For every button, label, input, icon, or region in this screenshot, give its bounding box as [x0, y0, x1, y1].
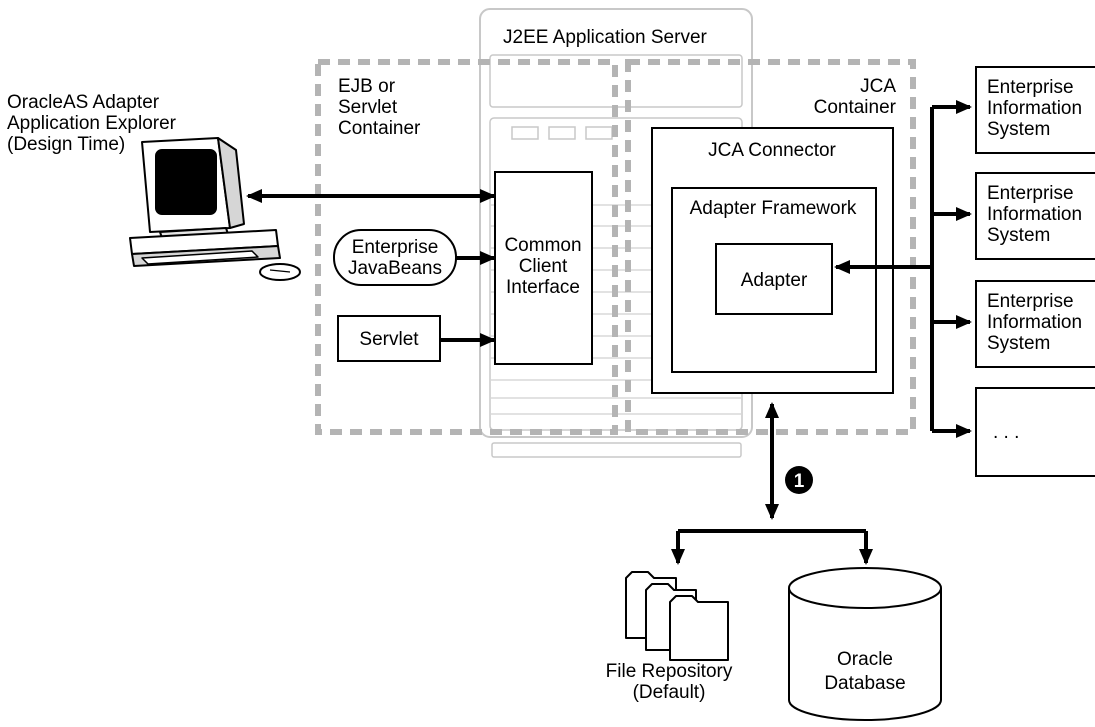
eis-box-3-label-line-2: Information: [987, 312, 1082, 333]
eis-box-more-frame: [975, 387, 1095, 477]
ejb-servlet-container-boundary: [315, 59, 618, 435]
jca-connector-label: JCA Connector: [708, 140, 836, 161]
database-cylinder-icon: [788, 567, 942, 721]
adapter-framework-label: Adapter Framework: [690, 198, 857, 219]
design-time-label-line-3: (Design Time): [7, 134, 125, 155]
oracle-database-label-line-2: Database: [824, 673, 905, 694]
cci-box: [494, 171, 593, 365]
oracle-database-label-line-1: Oracle: [837, 649, 893, 670]
eis-box-2-label-line-1: Enterprise: [987, 183, 1074, 204]
eis-box-3: Enterprise Information System: [975, 280, 1095, 368]
servlet-label: Servlet: [359, 329, 419, 350]
eis-box-1: Enterprise Information System: [975, 66, 1095, 154]
ejb-container-label-line-3: Container: [338, 118, 421, 139]
jca-container-label-line-1: JCA: [860, 76, 896, 97]
design-time-label-line-1: OracleAS Adapter: [7, 92, 160, 113]
computer-icon: [129, 137, 301, 281]
eis-more-label: . . .: [993, 422, 1019, 443]
eis-connection-bus: [834, 100, 972, 438]
adapter-label: Adapter: [741, 270, 808, 291]
eis-box-1-label-line-2: Information: [987, 98, 1082, 119]
eis-box-more: . . .: [975, 387, 1095, 477]
file-repository-label-line-1: File Repository: [606, 661, 733, 682]
folder-stack-icon: [625, 571, 729, 661]
eis-box-2: Enterprise Information System: [975, 172, 1095, 260]
ejb-container-label-line-1: EJB or: [338, 76, 396, 97]
file-repository-label-line-2: (Default): [633, 682, 706, 703]
adapter-box: [715, 243, 833, 315]
eis-box-1-label-line-3: System: [987, 119, 1050, 140]
ejb-container-label-line-2: Servlet: [338, 97, 398, 118]
eis-box-3-label-line-1: Enterprise: [987, 291, 1074, 312]
eis-box-3-label-line-3: System: [987, 333, 1050, 354]
app-server-title: J2EE Application Server: [503, 27, 708, 48]
repository-branch-arrows: [671, 529, 873, 565]
eis-box-2-frame: [975, 172, 1095, 260]
ejb-label-line-2: JavaBeans: [348, 258, 442, 279]
ejb-container-label: EJB or Servlet Container: [338, 76, 421, 139]
eis-box-1-frame: [975, 66, 1095, 154]
jca-container-boundary: [625, 59, 916, 435]
ejb-label-line-1: Enterprise: [352, 237, 439, 258]
eis-box-2-label-line-3: System: [987, 225, 1050, 246]
callout-number: 1: [794, 471, 805, 492]
jca-container-label: JCA Container: [814, 76, 897, 118]
eis-box-3-frame: [975, 280, 1095, 368]
cci-label-line-3: Interface: [506, 277, 580, 298]
design-time-label: OracleAS Adapter Application Explorer (D…: [7, 92, 177, 155]
cci-label-line-2: Client: [519, 256, 568, 277]
eis-box-1-label-line-1: Enterprise: [987, 77, 1074, 98]
jca-container-label-line-2: Container: [814, 97, 897, 118]
callout-badge-1: 1: [785, 466, 813, 494]
servlet-node: [337, 315, 441, 362]
cci-label-line-1: Common: [504, 235, 581, 256]
eis-box-2-label-line-2: Information: [987, 204, 1082, 225]
design-time-label-line-2: Application Explorer: [7, 113, 177, 134]
